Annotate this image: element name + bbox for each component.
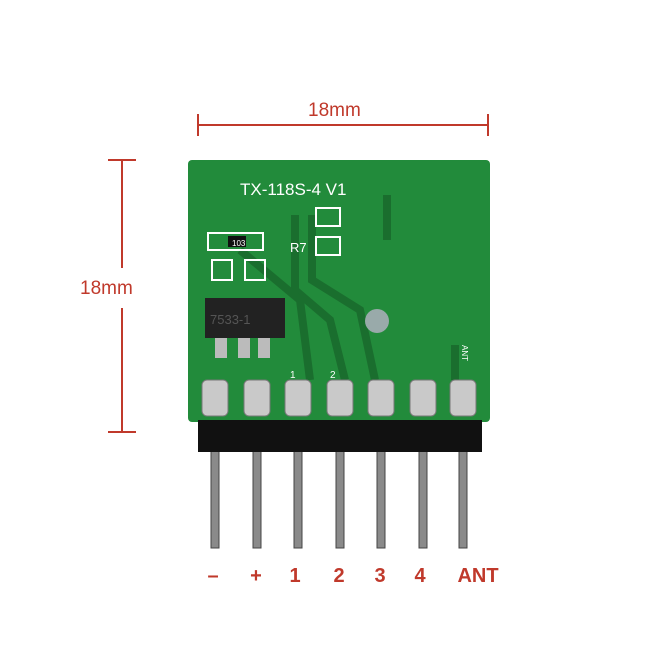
solder-pad (326, 379, 354, 417)
pin-label-ant: ANT (457, 565, 499, 587)
header-pin (293, 439, 303, 549)
solder-pad (243, 379, 271, 417)
pin-label-vcc: + (250, 565, 262, 587)
solder-pad (449, 379, 477, 417)
pin-label-gnd: – (207, 565, 219, 587)
solder-pad (201, 379, 229, 417)
solder-joint (365, 309, 389, 333)
resistor-code: 103 (232, 239, 246, 248)
model-silkscreen: TX-118S-4 V1 (240, 180, 346, 199)
smd-resistor (207, 232, 264, 251)
header-pin (376, 439, 386, 549)
header-pin (210, 439, 220, 549)
height-dimension-line (108, 159, 136, 433)
pin-label-3: 3 (374, 565, 386, 587)
pcb-traces (237, 195, 459, 381)
width-label: 18mm (308, 100, 361, 121)
solder-pad (409, 379, 437, 417)
pin-label-4: 4 (414, 565, 426, 587)
pin-label-1: 1 (289, 565, 301, 587)
pin-label-2: 2 (333, 565, 345, 587)
r7-silkscreen: R7 (290, 240, 307, 255)
pad-mark-1: 1 (290, 370, 296, 381)
pad-mark-2: 2 (330, 370, 336, 381)
smd-pad (315, 207, 341, 227)
ant-silkscreen: ANT (460, 345, 469, 361)
header-pin (418, 439, 428, 549)
header-pins (210, 439, 468, 549)
solder-pads (201, 379, 477, 417)
pin-header (198, 420, 482, 452)
r7-pad (315, 236, 341, 256)
header-pin (458, 439, 468, 549)
voltage-regulator-chip (205, 298, 285, 338)
width-dimension-line (197, 114, 489, 136)
height-label: 18mm (80, 278, 133, 299)
chip-marking: 7533-1 (210, 312, 250, 327)
header-pin (335, 439, 345, 549)
header-pin (252, 439, 262, 549)
solder-pad (367, 379, 395, 417)
solder-pad (284, 379, 312, 417)
